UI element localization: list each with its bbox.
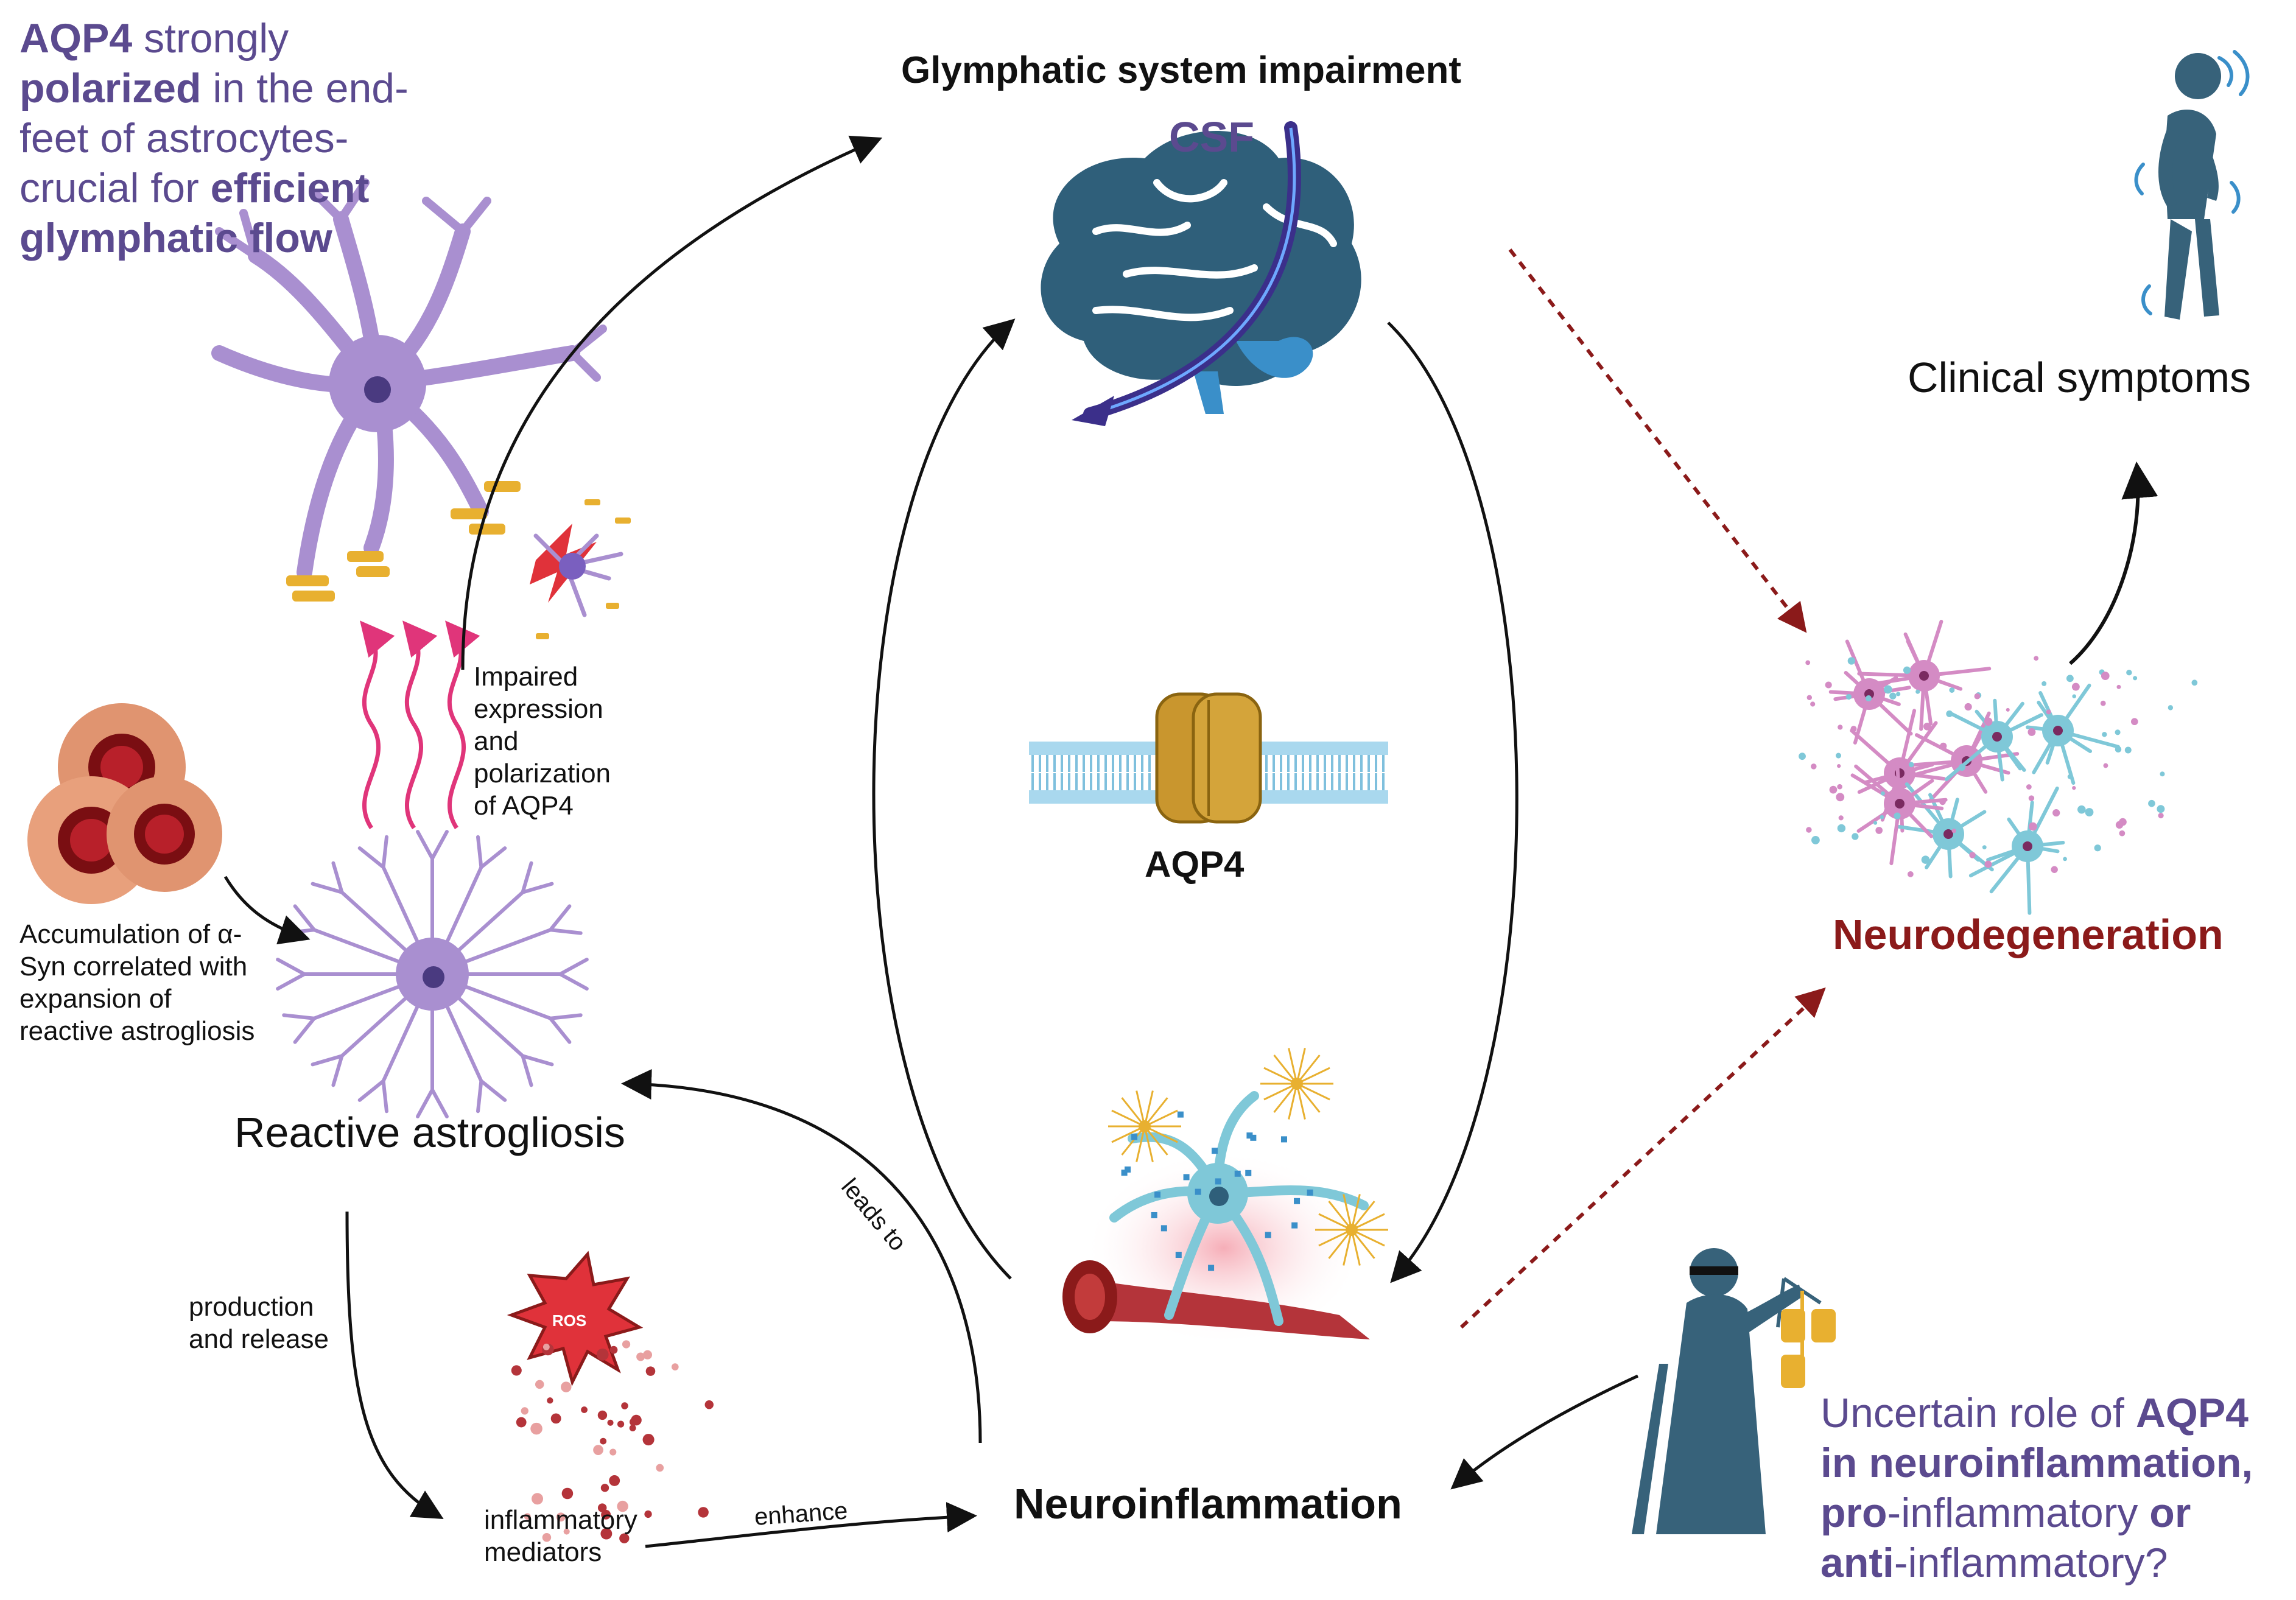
justice-scales-icon	[1781, 1291, 1836, 1388]
glymphatic-title: Glymphatic system impairment	[901, 49, 1461, 91]
impaired-line-4: polarization	[474, 759, 611, 788]
mediators-line-1: inflammatory	[484, 1505, 637, 1535]
neurodegeneration-network-icon	[1799, 619, 2198, 915]
impaired-line-1: Impaired	[474, 662, 578, 692]
csf-flow-arrow	[1072, 121, 1301, 426]
arrow-neuroinflammation-to-neurodegeneration	[1459, 987, 1826, 1329]
uncertain-l1b: AQP4	[2135, 1390, 2249, 1436]
production-line-2: and release	[189, 1324, 329, 1354]
arrow-mediators-to-neuroinflammation	[645, 1502, 977, 1548]
aqp4-label: AQP4	[1145, 844, 1245, 885]
accumulation-line-2: Syn correlated with	[19, 952, 248, 981]
impaired-line-2: expression	[474, 694, 603, 724]
ros-label: ROS	[552, 1311, 586, 1330]
uncertain-l4b: -inflammatory?	[1894, 1540, 2168, 1586]
diagram-arrows	[223, 135, 2158, 1548]
uncertain-l1a: Uncertain role of	[1820, 1390, 2136, 1436]
aqp4-polarized-l4b: efficient	[210, 165, 370, 211]
neurodegeneration-label: Neurodegeneration	[1833, 911, 2224, 958]
enhance-label: enhance	[754, 1497, 849, 1531]
accumulation-line-4: reactive astrogliosis	[19, 1016, 255, 1046]
polarized-astrocyte-icon	[211, 178, 607, 580]
csf-label: CSF	[1169, 113, 1254, 161]
dashed-arrows	[1459, 248, 1826, 1329]
uncertain-l3a: pro	[1820, 1490, 1887, 1536]
alpha-syn-aggregate-icon	[27, 703, 222, 904]
arrow-astrocyte-to-glymphatic	[461, 135, 883, 670]
leads-to-label: leads to	[836, 1174, 911, 1257]
reactive-astrocyte-nucleus	[423, 966, 444, 988]
mediators-line-2: mediators	[484, 1537, 602, 1567]
aqp4-polarized-text: AQP4 strongly polarized in the end- feet…	[19, 13, 409, 263]
arrow-neuroinflammation-to-glymphatic	[872, 318, 1016, 1280]
damaged-astrocyte-icon	[530, 499, 631, 639]
arrow-neurodegeneration-to-clinical	[2069, 461, 2158, 665]
aqp4-channel-icon	[1155, 692, 1262, 824]
uncertain-l4a: anti	[1820, 1540, 1894, 1586]
reactive-astrogliosis-label: Reactive astrogliosis	[234, 1109, 625, 1156]
uncertain-l2: in neuroinflammation,	[1820, 1440, 2253, 1486]
lady-justice-icon	[1632, 1248, 1822, 1534]
aqp4-polarized-l3: feet of astrocytes-	[19, 115, 349, 161]
production-line-1: production	[189, 1292, 314, 1322]
neuroinflammation-label: Neuroinflammation	[1014, 1480, 1402, 1528]
brain-icon	[1041, 131, 1361, 414]
arrow-justice-to-neuroinflammation	[1450, 1374, 1639, 1490]
arrow-neuroinflammation-to-astrogliosis	[621, 1068, 982, 1444]
aqp4-polarized-l2b: in the end-	[201, 65, 409, 111]
clinical-person-icon	[2134, 50, 2250, 320]
aqp4-endfeet-icon	[286, 481, 521, 602]
arrow-glymphatic-to-neuroinflammation	[1387, 321, 1518, 1283]
impaired-aqp4-text: Impaired expression and polarization of …	[474, 661, 611, 822]
signaling-wave-arrows	[360, 620, 480, 829]
inflammatory-mediators-text: inflammatory mediators	[484, 1504, 637, 1568]
impaired-line-3: and	[474, 726, 519, 756]
aqp4-polarized-l1a: AQP4	[19, 15, 133, 61]
inflammatory-mediator-dots	[511, 1340, 714, 1543]
accumulation-text: Accumulation of α- Syn correlated with e…	[19, 918, 255, 1047]
neuroinflammation-illustration	[1062, 1048, 1388, 1346]
accumulation-line-3: expansion of	[19, 984, 172, 1014]
aqp4-polarized-l1b: strongly	[132, 15, 289, 61]
aqp4-polarized-l2a: polarized	[19, 65, 202, 111]
aqp4-polarized-l5: glymphatic flow	[19, 215, 332, 261]
production-release-text: production and release	[189, 1291, 329, 1355]
impaired-line-5: of AQP4	[474, 791, 574, 821]
uncertain-l3b: -inflammatory	[1887, 1490, 2150, 1536]
clinical-symptoms-label: Clinical symptoms	[1908, 354, 2251, 401]
accumulation-line-1: Accumulation of α-	[19, 919, 242, 949]
arrow-glymphatic-to-neurodegeneration	[1508, 248, 1807, 633]
uncertain-l3c: or	[2149, 1490, 2191, 1536]
aqp4-polarized-l4a: crucial for	[19, 165, 211, 211]
uncertain-role-text: Uncertain role of AQP4 in neuroinflammat…	[1820, 1388, 2253, 1588]
arrow-astrogliosis-to-mediators	[345, 1211, 444, 1520]
arrow-syn-to-astrocyte	[223, 875, 311, 945]
